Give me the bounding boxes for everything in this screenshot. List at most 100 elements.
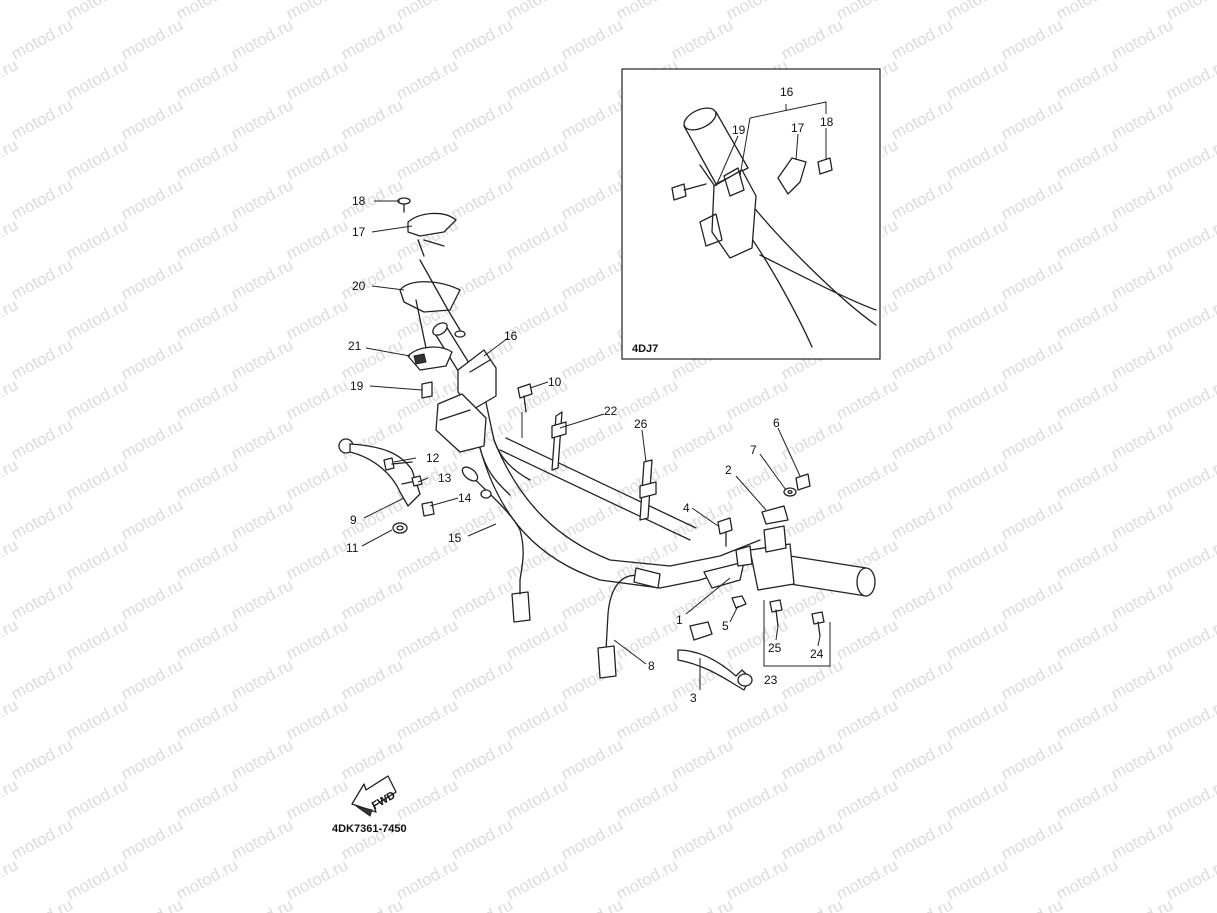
watermark-text: motod.ru xyxy=(228,895,296,913)
callout-6: 6 xyxy=(773,416,780,430)
watermark-text: motod.ru xyxy=(1108,335,1176,383)
callout-3: 3 xyxy=(690,691,697,705)
watermark-text: motod.ru xyxy=(173,215,241,263)
watermark-text: motod.ru xyxy=(63,455,131,503)
watermark-text: motod.ru xyxy=(283,855,351,903)
watermark-text: motod.ru xyxy=(173,455,241,503)
watermark-text: motod.ru xyxy=(888,735,956,783)
watermark-text: motod.ru xyxy=(228,815,296,863)
watermark-text: motod.ru xyxy=(338,175,406,223)
watermark-text: motod.ru xyxy=(998,575,1066,623)
watermark-text: motod.ru xyxy=(503,535,571,583)
watermark-text: motod.ru xyxy=(943,375,1011,423)
fwd-arrow: FWD xyxy=(351,775,398,817)
watermark-text: motod.ru xyxy=(63,375,131,423)
watermark-text: motod.ru xyxy=(228,335,296,383)
watermark-text: motod.ru xyxy=(173,135,241,183)
watermark-text: motod.ru xyxy=(503,135,571,183)
watermark-text: motod.ru xyxy=(63,615,131,663)
watermark-text: motod.ru xyxy=(723,775,791,823)
watermark-text: motod.ru xyxy=(448,95,516,143)
watermark-text: motod.ru xyxy=(1053,695,1121,743)
watermark-text: motod.ru xyxy=(888,175,956,223)
watermark-text: motod.ru xyxy=(723,375,791,423)
watermark-text: motod.ru xyxy=(8,575,76,623)
watermark-text: motod.ru xyxy=(338,655,406,703)
watermark-text: motod.ru xyxy=(1053,375,1121,423)
watermark-text: motod.ru xyxy=(283,375,351,423)
watermark-text: motod.ru xyxy=(833,455,901,503)
watermark-text: motod.ru xyxy=(448,895,516,913)
watermark-text: motod.ru xyxy=(558,815,626,863)
watermark-text: motod.ru xyxy=(283,535,351,583)
watermark-text: motod.ru xyxy=(173,295,241,343)
watermark-text: motod.ru xyxy=(118,655,186,703)
watermark-text: motod.ru xyxy=(998,335,1066,383)
watermark-text: motod.ru xyxy=(998,255,1066,303)
watermark-text: motod.ru xyxy=(173,55,241,103)
watermark-text: motod.ru xyxy=(1163,695,1217,743)
watermark-text: motod.ru xyxy=(173,535,241,583)
callout-26: 26 xyxy=(634,417,648,431)
watermark-text: motod.ru xyxy=(8,415,76,463)
watermark-text: motod.ru xyxy=(118,415,186,463)
watermark-text: motod.ru xyxy=(63,535,131,583)
callout-22: 22 xyxy=(604,404,618,418)
watermark-text: motod.ru xyxy=(833,615,901,663)
watermark-text: motod.ru xyxy=(668,895,736,913)
watermark-text: motod.ru xyxy=(503,855,571,903)
watermark-text: motod.ru xyxy=(228,95,296,143)
watermark-text: motod.ru xyxy=(558,655,626,703)
watermark-text: motod.ru xyxy=(1163,775,1217,823)
watermark-text: motod.ru xyxy=(118,15,186,63)
watermark-text: motod.ru xyxy=(1163,215,1217,263)
watermark-text: motod.ru xyxy=(1163,855,1217,903)
watermark-text: motod.ru xyxy=(943,215,1011,263)
watermark-text: motod.ru xyxy=(173,0,241,24)
watermark-text: motod.ru xyxy=(63,55,131,103)
watermark-text: motod.ru xyxy=(1108,495,1176,543)
watermark-text: motod.ru xyxy=(118,175,186,223)
watermark-text: motod.ru xyxy=(393,0,461,24)
watermark-text: motod.ru xyxy=(1108,255,1176,303)
watermark-text: motod.ru xyxy=(558,175,626,223)
callout-14: 14 xyxy=(458,491,472,505)
watermark-text: motod.ru xyxy=(338,15,406,63)
watermark-text: motod.ru xyxy=(723,695,791,743)
inset-callout-18: 18 xyxy=(820,115,834,129)
watermark-text: motod.ru xyxy=(1053,295,1121,343)
watermark-text: motod.ru xyxy=(448,655,516,703)
callout-2: 2 xyxy=(725,463,732,477)
watermark-text: motod.ru xyxy=(558,735,626,783)
callout-5: 5 xyxy=(722,619,729,633)
watermark-text: motod.ru xyxy=(888,495,956,543)
watermark-text: motod.ru xyxy=(778,415,846,463)
watermark-text: motod.ru xyxy=(118,255,186,303)
watermark-text: motod.ru xyxy=(888,415,956,463)
watermark-text: motod.ru xyxy=(8,175,76,223)
watermark-text: motod.ru xyxy=(558,95,626,143)
watermark-text: motod.ru xyxy=(888,15,956,63)
watermark-text: motod.ru xyxy=(998,15,1066,63)
watermark-text: motod.ru xyxy=(173,375,241,423)
watermark-text: motod.ru xyxy=(283,455,351,503)
watermark-text: motod.ru xyxy=(558,15,626,63)
watermark-text: motod.ru xyxy=(8,95,76,143)
callout-18: 18 xyxy=(352,194,366,208)
watermark-text: motod.ru xyxy=(228,655,296,703)
watermark-text: motod.ru xyxy=(503,55,571,103)
watermark-text: motod.ru xyxy=(1053,455,1121,503)
watermark-text: motod.ru xyxy=(888,895,956,913)
watermark-text: motod.ru xyxy=(558,495,626,543)
watermark-text: motod.ru xyxy=(888,335,956,383)
watermark-text: motod.ru xyxy=(778,815,846,863)
watermark-text: motod.ru xyxy=(283,295,351,343)
watermark-text: motod.ru xyxy=(8,15,76,63)
cables xyxy=(461,466,661,679)
watermark-text: motod.ru xyxy=(1163,295,1217,343)
watermark-text: motod.ru xyxy=(613,775,681,823)
watermark-text: motod.ru xyxy=(118,895,186,913)
watermark-text: motod.ru xyxy=(833,375,901,423)
watermark-text: motod.ru xyxy=(943,0,1011,24)
